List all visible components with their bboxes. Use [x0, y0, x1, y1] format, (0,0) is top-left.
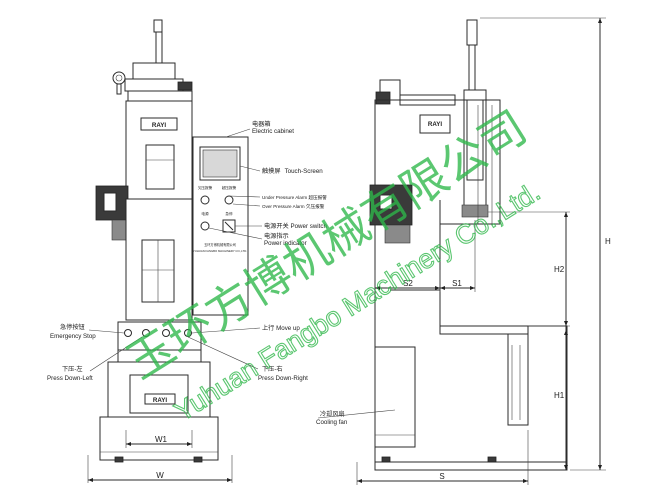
dim-w1: W1 — [155, 435, 168, 444]
label-press-down-left-cn: 下压-左 — [62, 365, 83, 373]
side-foot-left — [381, 456, 391, 463]
front-view: RAYI RAYI 欠压报警 超压报警 — [95, 19, 249, 463]
side-valve — [375, 91, 391, 105]
label-cooling-fan-en: Cooling fan — [316, 419, 348, 426]
logo-plate — [140, 117, 178, 131]
label-electric-cabinet-cn: 电器箱 — [252, 120, 271, 128]
cooling-fan-box — [374, 346, 416, 448]
label-emergency-stop-en: Emergency Stop — [50, 333, 96, 340]
side-logo-plate — [419, 114, 451, 134]
press-right-button[interactable] — [184, 329, 192, 337]
table-logo: RAYI — [153, 397, 167, 404]
cylinder-cap — [153, 19, 163, 33]
side-ram — [461, 204, 489, 218]
side-foot-right — [487, 456, 497, 463]
label-electric-cabinet-en: Electric cabinet — [252, 128, 294, 135]
press-left-button[interactable] — [142, 329, 150, 337]
foot-left — [114, 456, 124, 463]
label-cooling-fan-cn: 冷却风扇 — [320, 410, 345, 418]
label-power-indicator-en: Power indicator — [264, 240, 307, 247]
power-lamp — [200, 221, 210, 231]
label-power-switch: 电源开关 Power switch — [264, 222, 327, 230]
side-logo: RAYI — [428, 121, 442, 128]
panel-company-cn: 玉环方博机械有限公司 — [204, 242, 236, 247]
dim-s: S — [439, 472, 444, 481]
label-under-pressure-alarm: Under Pressure Alarm 超压报警 — [262, 194, 327, 201]
over-pressure-lamp — [224, 195, 234, 205]
front-window — [145, 144, 175, 190]
panel-tag-1: 欠压报警 — [198, 185, 213, 190]
side-dimensions: H H2 H1 S2 S1 S — [356, 17, 611, 485]
label-over-pressure-alarm: Over Pressure Alarm 欠压报警 — [262, 203, 325, 210]
side-table — [507, 333, 529, 426]
front-logo: RAYI — [152, 122, 166, 129]
dim-s2: S2 — [403, 279, 413, 288]
valve-block — [132, 62, 176, 80]
dim-h: H — [605, 237, 611, 246]
label-press-down-right-cn: 下压-右 — [262, 365, 283, 373]
label-move-up: 上行 Move up — [262, 324, 300, 332]
dim-h2: H2 — [554, 265, 565, 274]
button-bar — [117, 321, 202, 351]
dim-w: W — [156, 471, 164, 480]
dim-h1: H1 — [554, 391, 565, 400]
cylinder-head — [127, 90, 193, 102]
front-base — [99, 416, 219, 461]
label-press-down-left-en: Press Down-Left — [47, 375, 93, 382]
panel-tag-4: 急停 — [225, 211, 233, 216]
label-press-down-right-en: Press Down-Right — [258, 375, 308, 382]
panel-company-en: YUHUAN FANGBO MACHINERY CO.,LTD. — [193, 249, 247, 253]
foot-right — [193, 456, 203, 463]
under-pressure-lamp — [200, 195, 210, 205]
panel-tag-2: 超压报警 — [222, 185, 237, 190]
label-emergency-stop-cn: 急停按钮 — [60, 323, 85, 331]
panel-tag-3: 电源 — [201, 211, 209, 216]
front-dimensions: W1 W — [87, 430, 233, 483]
emergency-stop-button[interactable] — [124, 329, 132, 337]
side-cylinder-cap — [466, 19, 478, 46]
pressure-gauge-icon — [112, 71, 126, 85]
side-view: RAYI — [369, 19, 568, 471]
move-up-button[interactable] — [162, 329, 170, 337]
label-power-indicator-cn: 电源指示 — [264, 232, 289, 240]
dim-s1: S1 — [452, 279, 462, 288]
side-callouts: 冷却风扇 Cooling fan — [316, 409, 396, 426]
